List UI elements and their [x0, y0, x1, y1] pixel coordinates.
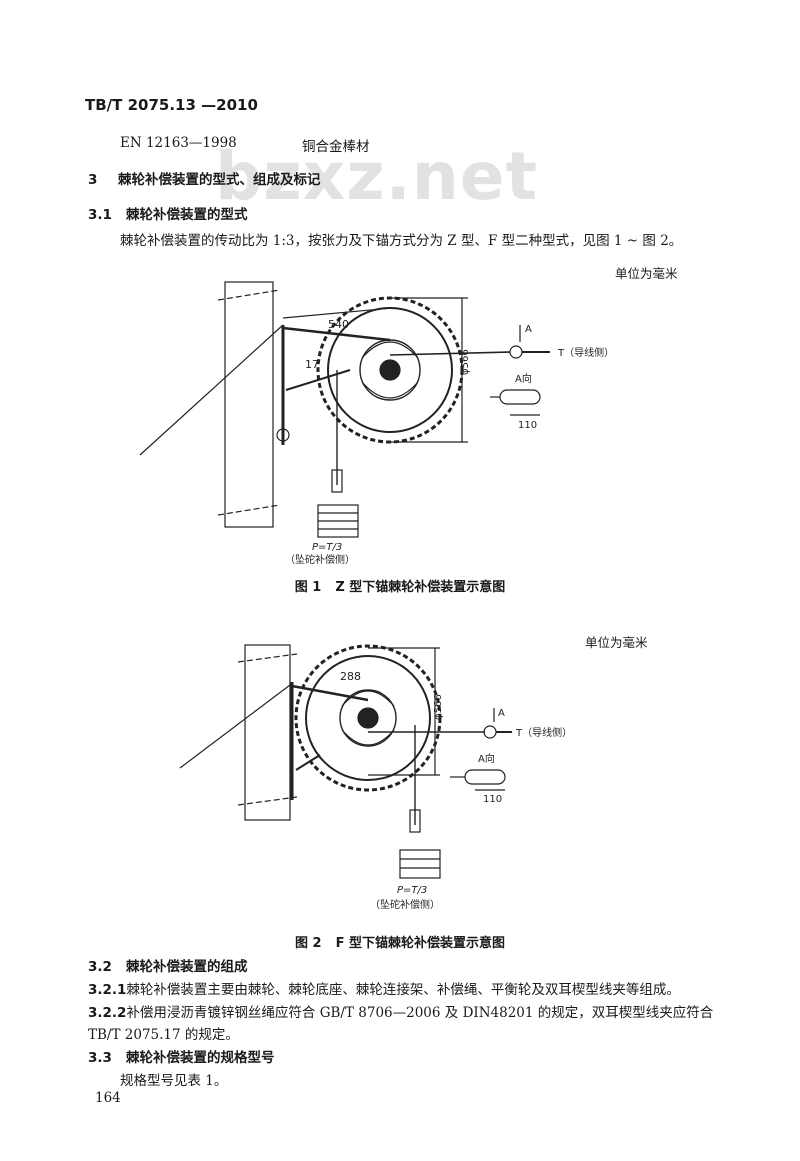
reference-standard-code: EN 12163—1998 — [120, 135, 237, 151]
insulator — [276, 428, 290, 442]
dimension-label-566: φ566 — [433, 694, 444, 720]
dimension-label-110: 110 — [483, 794, 502, 805]
reference-standard-title: 铜合金棒材 — [302, 139, 370, 155]
section-3-1-paragraph: 棘轮补偿装置的传动比为 1:3，按张力及下锚方式分为 Z 型、F 型二种型式，见… — [120, 233, 683, 249]
weight-formula: P=T/3 — [397, 885, 427, 896]
weight-side-label: （坠砣补偿侧） — [285, 553, 355, 566]
pole-break-line — [217, 504, 281, 516]
pole-break-line — [237, 653, 298, 663]
section-title: 棘轮补偿装置的组成 — [126, 959, 248, 975]
a-view-clamp — [499, 389, 541, 405]
caption-text: Z 型下锚棘轮补偿装置示意图 — [335, 580, 506, 595]
wheel-spoke-opening — [361, 381, 419, 399]
figure-2-unit-note: 单位为毫米 — [585, 635, 648, 650]
conductor-rope — [389, 351, 511, 356]
dimension-label-566: φ566 — [460, 349, 471, 375]
wedge-clamp — [509, 345, 523, 359]
counterweight — [399, 849, 441, 879]
section-number: 3.1 — [88, 207, 112, 223]
balance-pulley — [409, 809, 421, 833]
wedge-clamp — [483, 725, 497, 739]
conductor-side-label: T（导线侧） — [515, 726, 572, 739]
section-arrow-label: A — [525, 324, 532, 335]
dimension-label-288: 288 — [340, 670, 361, 683]
a-view-clamp — [464, 769, 506, 785]
wheel-spoke-opening — [361, 341, 419, 359]
figure-2-diagram: 288 φ566 A T（导线侧） A向 110 P=T/3 （坠砣补偿侧） — [179, 644, 572, 911]
figure-2-caption: 图 2 F 型下锚棘轮补偿装置示意图 — [0, 932, 800, 951]
watermark: bzxz.net — [215, 138, 539, 215]
section-3-3-heading: 3.3 棘轮补偿装置的规格型号 — [88, 1046, 275, 1066]
dimension-label-540: 540 — [328, 318, 349, 331]
caption-number: 图 2 — [295, 936, 322, 951]
section-3-2-2-paragraph-continued: TB/T 2075.17 的规定。 — [88, 1027, 239, 1043]
clause-text: 棘轮补偿装置主要由棘轮、棘轮底座、棘轮连接架、补偿绳、平衡轮及双耳楔型线夹等组成… — [126, 982, 680, 998]
section-arrow-label: A — [498, 708, 505, 719]
stay-wire — [179, 684, 291, 769]
section-title: 棘轮补偿装置的型式 — [126, 207, 248, 223]
pole — [244, 644, 291, 821]
section-3-3-paragraph: 规格型号见表 1。 — [120, 1073, 228, 1089]
dimension-line — [282, 307, 393, 319]
section-number: 3 — [88, 172, 98, 188]
ratchet-axle — [357, 707, 379, 729]
section-3-2-2-paragraph: 3.2.2补偿用浸沥青镀锌钢丝绳应符合 GB/T 8706—2006 及 DIN… — [88, 1001, 713, 1021]
figure-1-unit-note: 单位为毫米 — [615, 266, 678, 281]
ratchet-wheel — [305, 655, 431, 781]
a-view-label: A向 — [478, 752, 495, 765]
ratchet-teeth — [294, 644, 442, 792]
weight-side-label: （坠砣补偿侧） — [370, 898, 440, 911]
clause-number: 3.2.2 — [88, 1005, 127, 1021]
section-title: 棘轮补偿装置的型式、组成及标记 — [118, 172, 321, 188]
standard-code: TB/T 2075.13 —2010 — [85, 96, 258, 114]
stay-wire — [139, 324, 284, 456]
ratchet-hub — [339, 689, 397, 747]
ratchet-hub — [359, 339, 421, 401]
clause-text: 补偿用浸沥青镀锌钢丝绳应符合 GB/T 8706—2006 及 DIN48201… — [126, 1005, 714, 1021]
bracket-arm — [282, 326, 391, 342]
weight-formula: P=T/3 — [312, 542, 342, 553]
ratchet-axle — [379, 359, 401, 381]
bracket-arm — [291, 684, 369, 702]
pole-break-line — [217, 289, 281, 301]
conductor-side-label: T（导线侧） — [557, 346, 614, 359]
page-number: 164 — [95, 1090, 121, 1106]
dimension-label-110: 110 — [518, 420, 537, 431]
pole-break-line — [237, 796, 298, 806]
dimension-label-17: 17 — [305, 358, 319, 371]
balance-pulley — [331, 469, 343, 493]
pole — [224, 281, 274, 528]
a-view-label: A向 — [515, 372, 532, 385]
caption-number: 图 1 — [294, 580, 322, 595]
bracket-brace — [285, 369, 351, 391]
wheel-spoke-opening — [341, 690, 395, 707]
section-number: 3.2 — [88, 959, 112, 975]
clause-number: 3.2.1 — [88, 982, 127, 998]
wheel-spoke-opening — [341, 729, 395, 746]
section-number: 3.3 — [88, 1050, 112, 1066]
figure-1-diagram: 540 17 φ566 A T（导线侧） A向 110 P=T/3 （坠砣补偿侧… — [139, 281, 614, 566]
bracket-brace — [295, 754, 321, 771]
figure-1-caption: 图 1 Z 型下锚棘轮补偿装置示意图 — [0, 576, 800, 595]
section-3-1-heading: 3.1 棘轮补偿装置的型式 — [88, 203, 248, 223]
section-3-2-heading: 3.2 棘轮补偿装置的组成 — [88, 955, 248, 975]
section-title: 棘轮补偿装置的规格型号 — [126, 1050, 275, 1066]
section-3-2-1-paragraph: 3.2.1棘轮补偿装置主要由棘轮、棘轮底座、棘轮连接架、补偿绳、平衡轮及双耳楔型… — [88, 978, 680, 998]
caption-text: F 型下锚棘轮补偿装置示意图 — [335, 936, 505, 951]
section-3-heading: 3 棘轮补偿装置的型式、组成及标记 — [88, 168, 321, 188]
